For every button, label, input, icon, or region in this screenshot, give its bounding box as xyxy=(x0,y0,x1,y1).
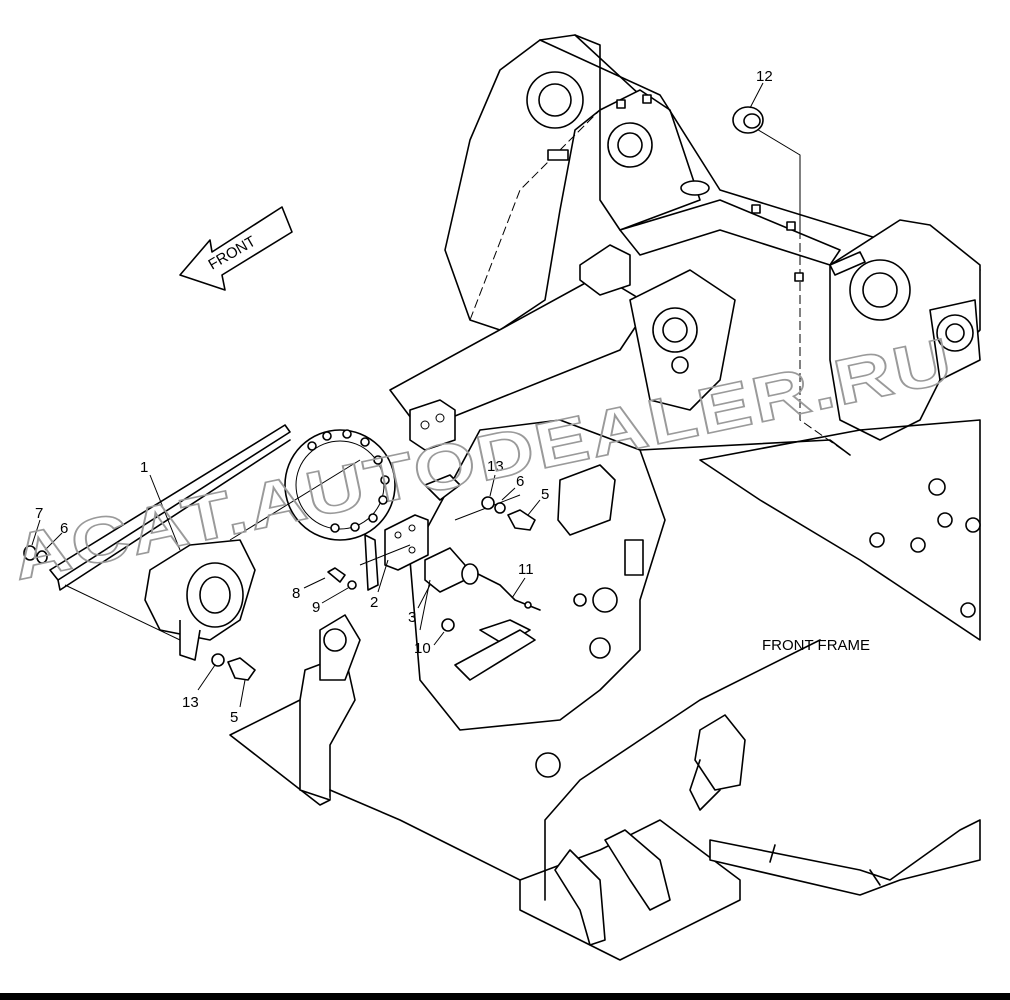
front-frame-label: FRONT FRAME xyxy=(762,637,870,654)
callout-9: 9 xyxy=(312,599,320,616)
front-direction-arrow: FRONT xyxy=(179,206,293,291)
callout-1: 1 xyxy=(140,459,148,476)
callout-6-upper: 6 xyxy=(516,473,524,490)
callout-7: 7 xyxy=(35,505,43,522)
callout-13-upper: 13 xyxy=(487,458,504,475)
callout-6-left: 6 xyxy=(60,520,68,537)
front-frame-drawing xyxy=(229,34,981,961)
bottom-border xyxy=(0,993,1010,1000)
callout-12: 12 xyxy=(756,68,773,85)
sensor-assembly-drawing xyxy=(23,94,866,681)
callout-8: 8 xyxy=(292,585,300,602)
callout-10: 10 xyxy=(414,640,431,657)
callouts: 1 2 3 5 5 6 6 7 8 9 10 11 12 13 13 xyxy=(31,68,773,726)
callout-5-lower: 5 xyxy=(230,709,238,726)
callout-5-upper: 5 xyxy=(541,486,549,503)
cylinder-head-bolts xyxy=(307,429,390,533)
callout-2: 2 xyxy=(370,594,378,611)
callout-11: 11 xyxy=(518,561,534,578)
callout-13-lower: 13 xyxy=(182,694,199,711)
callout-3: 3 xyxy=(408,609,416,626)
